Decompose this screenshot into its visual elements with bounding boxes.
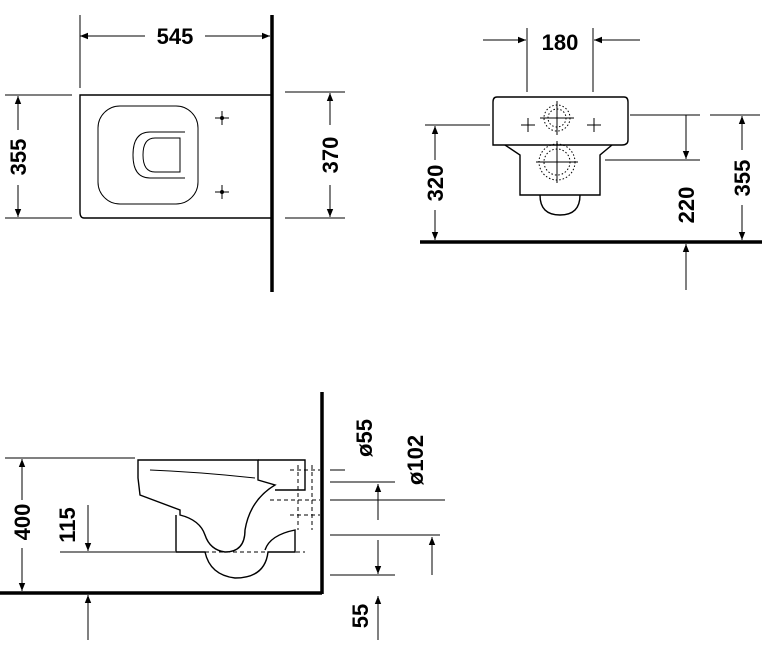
dimension-pipe-large: ø102 xyxy=(403,435,428,485)
bowl-opening xyxy=(132,131,185,179)
bowl-inner xyxy=(142,137,181,173)
bowl-outline xyxy=(79,94,273,219)
rim-line xyxy=(149,469,256,479)
bowl-body xyxy=(504,144,613,196)
seat-outline xyxy=(97,105,199,205)
bowl-profile xyxy=(137,459,277,553)
top-view: 545 355 370 xyxy=(5,15,345,292)
front-view: 180 320 220 355 xyxy=(420,28,762,290)
dimension-offset: 55 xyxy=(348,604,373,628)
crosshair-icon xyxy=(521,118,601,132)
dimension-height-mid: 220 xyxy=(674,187,699,224)
crosshair-icon xyxy=(215,111,229,199)
dimension-depth: 355 xyxy=(6,139,31,176)
bowl-back xyxy=(258,459,306,491)
hidden-lines xyxy=(205,465,320,553)
side-view: 400 115 ø55 ø102 55 xyxy=(0,392,445,640)
trap xyxy=(539,194,581,216)
dimension-height-right: 355 xyxy=(730,160,755,197)
dimension-height-left: 320 xyxy=(423,165,448,202)
dimension-outlet-height: 115 xyxy=(55,507,80,543)
dimension-width: 545 xyxy=(157,24,194,49)
dimension-wall-width: 370 xyxy=(318,137,343,174)
dimension-pipe-small: ø55 xyxy=(352,419,377,457)
bowl-top xyxy=(492,96,629,146)
dimension-spacing: 180 xyxy=(542,30,579,55)
dimension-rim-height: 400 xyxy=(10,504,35,541)
bowl-base xyxy=(175,515,296,579)
